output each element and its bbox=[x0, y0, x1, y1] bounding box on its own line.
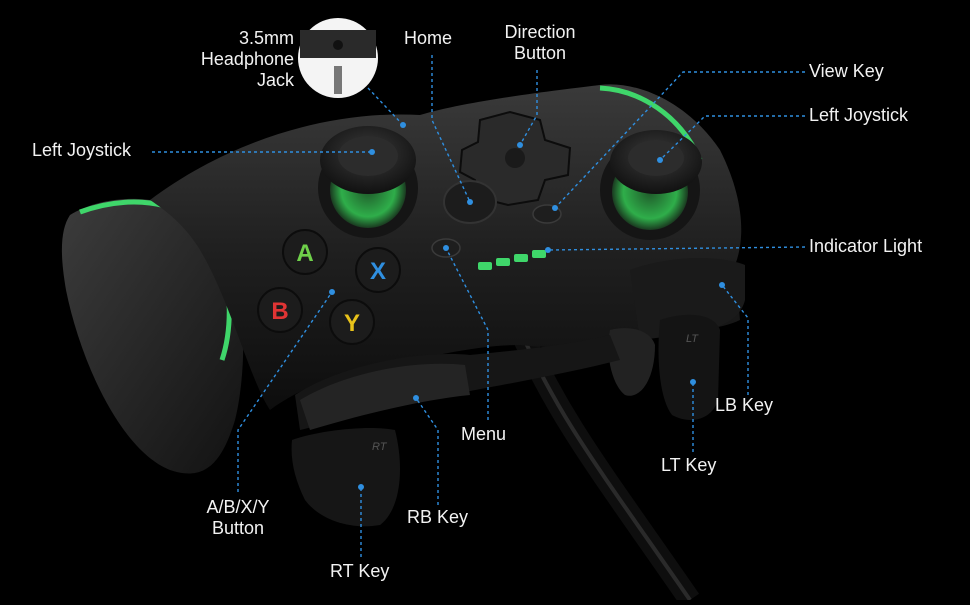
rb-bumper bbox=[300, 363, 470, 430]
label-left-joystick-left: Left Joystick bbox=[32, 140, 132, 160]
button-b-letter: B bbox=[271, 298, 288, 325]
button-y: A bbox=[282, 229, 328, 275]
direction-pad-center bbox=[505, 148, 525, 168]
button-x: X bbox=[355, 247, 401, 293]
label-rb-key: RB Key bbox=[407, 507, 469, 527]
lb-bumper bbox=[630, 258, 745, 340]
label-direction-line1: Direction bbox=[504, 22, 576, 42]
leader-dots bbox=[329, 122, 725, 490]
label-lt-key: LT Key bbox=[661, 455, 717, 475]
label-abxy-button: A/B/X/Y Button bbox=[188, 497, 288, 539]
label-headphone-line2: Headphone bbox=[200, 49, 294, 69]
label-indicator-light: Indicator Light bbox=[809, 236, 923, 256]
label-rt-key: RT Key bbox=[330, 561, 390, 581]
left-grip bbox=[61, 198, 244, 474]
leader-direction bbox=[519, 70, 538, 146]
right-stick-cap bbox=[628, 140, 684, 176]
rt-mark: RT bbox=[372, 441, 388, 453]
button-a-letter: A bbox=[296, 240, 313, 267]
leader-view bbox=[554, 71, 805, 209]
label-left-joystick-right: Left Joystick bbox=[809, 105, 909, 125]
label-lb-key: LB Key bbox=[715, 395, 774, 415]
headphone-jack-hole bbox=[333, 40, 343, 50]
leader-headphone bbox=[367, 87, 404, 126]
left-stick-cap bbox=[338, 136, 398, 176]
button-yy: Y bbox=[329, 299, 375, 345]
lt-mark: LT bbox=[686, 333, 699, 345]
leader-lines bbox=[152, 55, 806, 557]
button-b: B bbox=[257, 287, 303, 333]
label-direction-button: Direction Button bbox=[490, 22, 590, 64]
label-view-key: View Key bbox=[809, 61, 884, 81]
label-abxy-line1: A/B/X/Y bbox=[206, 497, 270, 517]
label-headphone-jack: 3.5mm Headphone Jack bbox=[178, 28, 294, 91]
lt-trigger bbox=[658, 314, 720, 420]
leader-abxy bbox=[237, 291, 333, 492]
label-direction-line2: Button bbox=[513, 43, 567, 63]
right-grip bbox=[608, 328, 655, 396]
label-home: Home bbox=[404, 28, 453, 48]
indicator-lights bbox=[478, 250, 546, 270]
label-headphone-line1: 3.5mm bbox=[238, 28, 294, 48]
label-menu: Menu bbox=[461, 424, 507, 444]
rt-trigger bbox=[291, 428, 400, 527]
leader-indicator bbox=[547, 246, 806, 251]
button-x-letter: X bbox=[370, 258, 386, 285]
label-headphone-line3: Jack bbox=[256, 70, 294, 90]
leader-menu bbox=[445, 247, 489, 420]
button-y-letter: Y bbox=[344, 310, 360, 337]
headphone-plug bbox=[334, 66, 342, 94]
leader-rb bbox=[415, 397, 439, 505]
label-abxy-line2: Button bbox=[211, 518, 265, 538]
leader-lb bbox=[721, 284, 749, 395]
